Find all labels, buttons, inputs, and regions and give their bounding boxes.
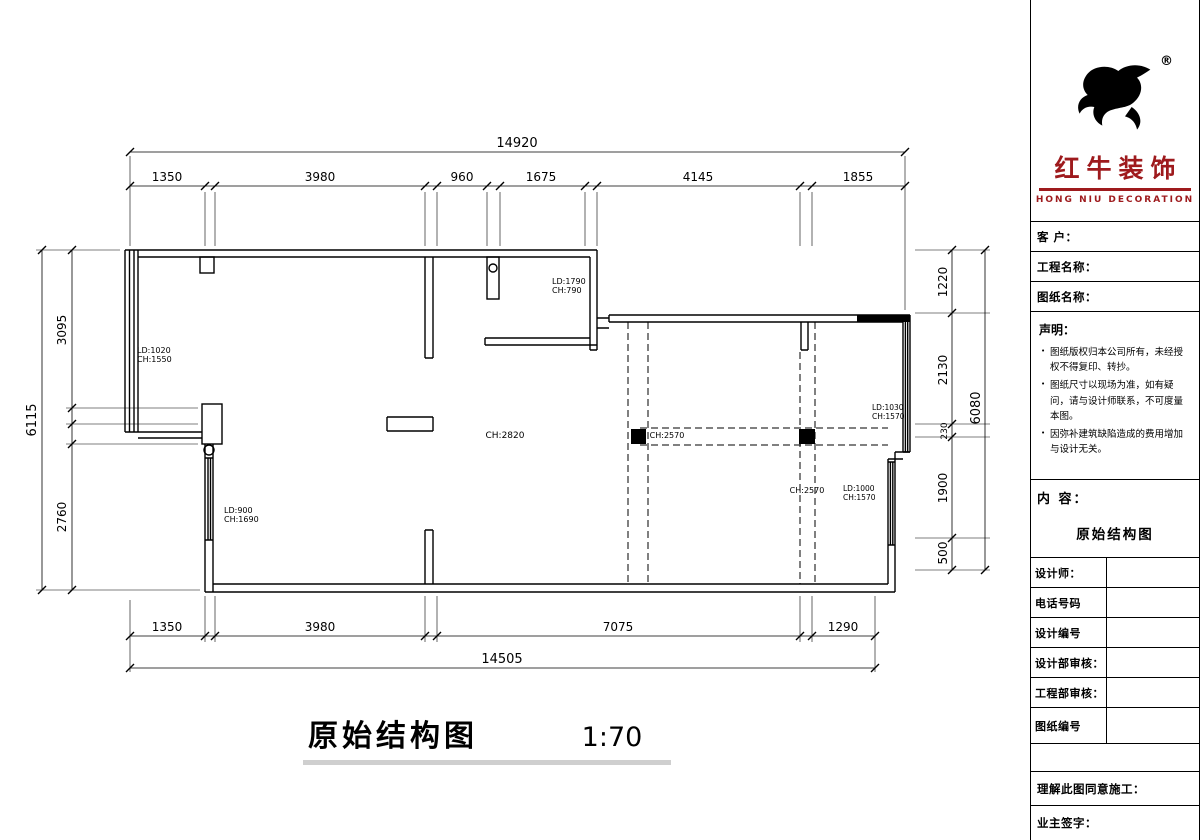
field-eng-review-label: 工程部审核： — [1031, 678, 1107, 707]
field-drawing-no: 图纸编号 — [1031, 708, 1199, 744]
field-phone-label: 电话号码 — [1031, 588, 1107, 617]
dim-top-0: 1350 — [152, 170, 183, 184]
room-label: CH:2570 — [650, 431, 685, 440]
title-block: ® 红牛装饰 HONG NIU DECORATION 客 户： 工程名称： 图纸… — [1030, 0, 1200, 840]
content-value: 原始结构图 — [1076, 527, 1154, 543]
room-labels: LD:1790 CH:790 LD:1020 CH:1550 CH:2820 C… — [137, 277, 905, 524]
room-label: LD:1030 — [872, 403, 904, 412]
room-label: CH:2820 — [486, 431, 525, 441]
dimension-ticks — [37, 147, 990, 673]
dim-right-0: 1220 — [936, 267, 950, 298]
field-eng-review: 工程部审核： — [1031, 678, 1199, 708]
dim-top-4: 4145 — [683, 170, 714, 184]
room-label: LD:1000 — [843, 484, 875, 493]
room-label: LD:900 — [224, 506, 253, 515]
field-phone: 电话号码 — [1031, 588, 1199, 618]
field-agree-label: 理解此图同意施工： — [1037, 781, 1145, 796]
field-design-no-value — [1107, 618, 1199, 647]
field-design-no: 设计编号 — [1031, 618, 1199, 648]
field-design-review-value — [1107, 648, 1199, 677]
field-designer-value — [1107, 558, 1199, 587]
dashed-walls — [627, 322, 888, 584]
room-label: CH:2570 — [790, 486, 825, 495]
field-designer-label: 设计师： — [1031, 558, 1107, 587]
drawing-scale: 1:70 — [582, 722, 643, 753]
brand-name: 红牛装饰 — [1054, 154, 1183, 183]
statement-section: 声明： 图纸版权归本公司所有，未经授权不得复印、转抄。 图纸尺寸以现场为准，如有… — [1031, 312, 1199, 480]
dim-right-3: 1900 — [936, 473, 950, 504]
field-phone-value — [1107, 588, 1199, 617]
dim-bottom-3: 1290 — [828, 620, 859, 634]
dim-top-2: 960 — [451, 170, 474, 184]
room-label: CH:1690 — [224, 515, 259, 524]
solid-columns — [631, 315, 910, 444]
brand-header: ® 红牛装饰 HONG NIU DECORATION — [1031, 0, 1199, 222]
field-design-no-label: 设计编号 — [1031, 618, 1107, 647]
brand-rule — [1039, 188, 1191, 191]
extension-lines — [36, 156, 990, 672]
room-label: LD:1790 — [552, 277, 586, 286]
content-title: 内 容： — [1037, 492, 1089, 507]
statement-item: 图纸尺寸以现场为准，如有疑问，请与设计师联系，不可度量本图。 — [1039, 378, 1191, 424]
dim-top-5: 1855 — [843, 170, 874, 184]
registered-trademark-icon: ® — [1160, 54, 1173, 69]
dim-left-0: 3095 — [55, 315, 69, 346]
field-customer: 客 户： — [1031, 222, 1199, 252]
content-section: 内 容： 原始结构图 — [1031, 480, 1199, 558]
floor-plan-area: 14920 1350 3980 960 1675 4145 1855 1350 … — [25, 136, 990, 765]
room-label: CH:1570 — [872, 412, 905, 421]
field-design-review: 设计部审核： — [1031, 648, 1199, 678]
field-project-name-label: 工程名称： — [1037, 259, 1097, 274]
floor-plan-svg: 14920 1350 3980 960 1675 4145 1855 1350 … — [25, 136, 990, 765]
field-drawing-no-value — [1107, 708, 1199, 743]
dim-top-1: 3980 — [305, 170, 336, 184]
dim-right-2: 230 — [940, 422, 950, 439]
dimension-labels: 14920 1350 3980 960 1675 4145 1855 1350 … — [25, 136, 984, 667]
field-drawing-name: 图纸名称： — [1031, 282, 1199, 312]
dim-top-3: 1675 — [526, 170, 557, 184]
field-owner-sign-label: 业主签字： — [1037, 816, 1097, 830]
statement-title: 声明： — [1039, 323, 1076, 337]
dim-top-total: 14920 — [496, 136, 537, 151]
dim-right-total: 6080 — [969, 391, 984, 424]
room-label: LD:1020 — [137, 346, 171, 355]
dim-bottom-0: 1350 — [152, 620, 183, 634]
brand-name-en: HONG NIU DECORATION — [1035, 195, 1195, 205]
statement-item: 因弥补建筑缺陷造成的费用增加与设计无关。 — [1039, 427, 1191, 457]
walls — [124, 249, 911, 593]
drawing-title-group: 原始结构图 1:70 — [303, 719, 671, 765]
room-label: CH:1570 — [843, 493, 876, 502]
empty-row — [1031, 744, 1199, 772]
dim-bottom-2: 7075 — [603, 620, 634, 634]
dimension-lines — [41, 151, 986, 669]
field-agree: 理解此图同意施工： — [1031, 772, 1199, 806]
statement-item: 图纸版权归本公司所有，未经授权不得复印、转抄。 — [1039, 345, 1191, 375]
dim-bottom-1: 3980 — [305, 620, 336, 634]
dim-left-1: 2760 — [55, 502, 69, 533]
field-designer: 设计师： — [1031, 558, 1199, 588]
bull-logo-icon — [1078, 65, 1151, 130]
dim-right-4: 500 — [936, 542, 950, 565]
field-drawing-name-label: 图纸名称： — [1037, 289, 1097, 304]
field-eng-review-value — [1107, 678, 1199, 707]
field-customer-label: 客 户： — [1037, 229, 1078, 244]
field-design-review-label: 设计部审核： — [1031, 648, 1107, 677]
field-drawing-no-label: 图纸编号 — [1031, 708, 1107, 743]
dim-left-total: 6115 — [25, 403, 40, 436]
drawing-title: 原始结构图 — [308, 719, 478, 754]
room-label: CH:790 — [552, 286, 582, 295]
field-project-name: 工程名称： — [1031, 252, 1199, 282]
field-owner-sign: 业主签字： — [1031, 806, 1199, 840]
room-label: CH:1550 — [137, 355, 172, 364]
dim-right-1: 2130 — [936, 355, 950, 386]
title-underline — [303, 760, 671, 765]
dim-bottom-total: 14505 — [481, 652, 522, 667]
